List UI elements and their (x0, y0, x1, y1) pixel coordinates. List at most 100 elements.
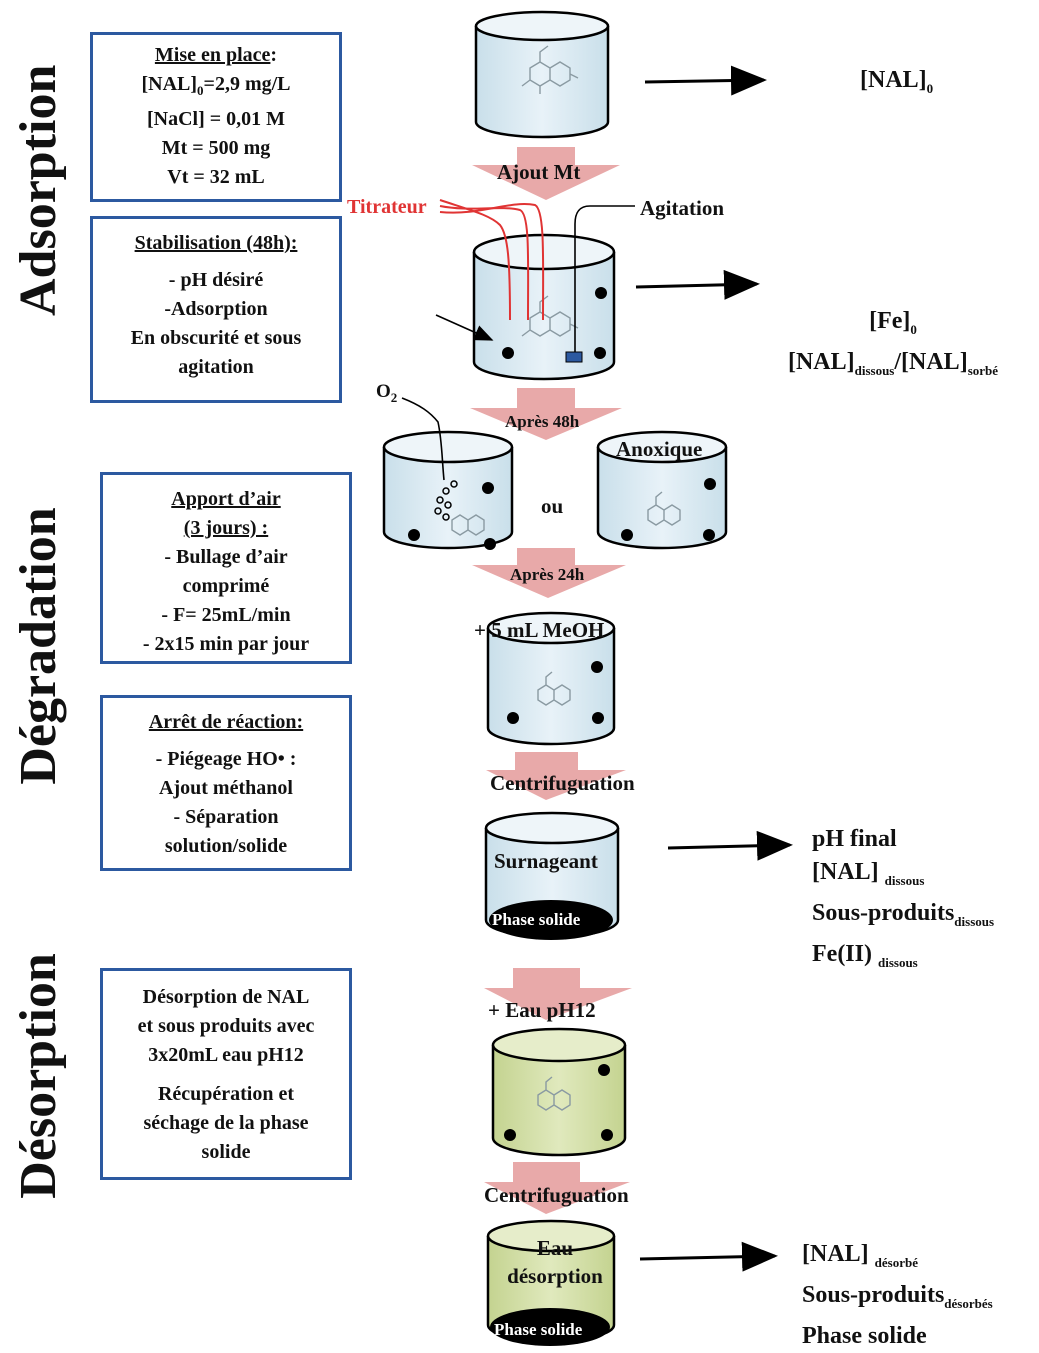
label-meoh: + 5 mL MeOH (474, 618, 605, 642)
beaker-initial (474, 10, 610, 139)
label-apres-48h: Après 48h (505, 412, 580, 431)
box-line: Ajout méthanol (159, 777, 293, 799)
nal0-value: =2,9 mg/L (203, 73, 291, 95)
nal0-label: [NAL] (141, 73, 198, 95)
box-title: Arrêt de réaction: (148, 711, 304, 733)
result-nal0: [NAL]0 (860, 64, 933, 105)
result-arrow-3 (667, 830, 793, 861)
fe-ii-dissous-sub: dissous (877, 954, 918, 970)
box-line: agitation (178, 356, 254, 378)
nacl-value: [NaCl] = 0,01 M (146, 108, 286, 130)
label-o2: O2 (376, 381, 397, 406)
label-apres-24h: Après 24h (510, 565, 585, 584)
result-desorption: [NAL] désorbé Sous-produitsdésorbés Phas… (802, 1238, 993, 1353)
box-stabilisation: Stabilisation (48h): - pH désiré -Adsorp… (90, 216, 342, 403)
box-line: -Adsorption (164, 298, 268, 320)
box-line: - Piégeage HO• : (155, 748, 297, 770)
titrator-tubes (439, 199, 545, 321)
box-line: - F= 25mL/min (161, 604, 291, 626)
flow-arrow-3 (472, 548, 626, 598)
section-adsorption: Adsorption (10, 64, 67, 316)
box-title: Mise en place (154, 44, 271, 66)
box-line: 3x20mL eau pH12 (148, 1044, 304, 1066)
beaker-aerobic (382, 430, 514, 550)
box-line: Récupération et (157, 1083, 295, 1105)
box-line: comprimé (182, 575, 270, 597)
label-phase-solide-1: Phase solide (492, 910, 581, 929)
beaker-desorption (486, 1219, 616, 1346)
label-centrifugation-2: Centrifuguation (484, 1183, 629, 1207)
sous-produits-dissous-sub: dissous (954, 913, 995, 929)
label-anoxique: Anoxique (616, 437, 703, 461)
nal0-sub: 0 (197, 83, 204, 98)
molecule-icon (451, 514, 485, 536)
result-arrow-2 (635, 269, 760, 300)
flow-arrow-1 (472, 147, 620, 200)
nal0-result-sub: 0 (926, 80, 934, 96)
box-line: - pH désiré (168, 269, 264, 291)
flow-arrow-5 (484, 968, 632, 1020)
fe0-sub: 0 (910, 321, 917, 337)
nal-dissous-sub: dissous (854, 362, 895, 378)
air-tube (401, 397, 445, 481)
eau-line: Eau (536, 1236, 574, 1260)
result-final: pH final [NAL] dissous Sous-produitsdiss… (812, 823, 994, 978)
beaker-ph12 (491, 1027, 627, 1157)
section-degradation: Dégradation (10, 507, 67, 785)
label-ajout-mt: Ajout Mt (497, 160, 581, 184)
beaker-anoxic (596, 430, 728, 550)
mt-value: Mt = 500 mg (161, 137, 271, 159)
fe0-text: [Fe] (869, 308, 911, 334)
nal0-text: [NAL] (860, 67, 927, 93)
nal-dissous-text: [NAL] (787, 348, 855, 375)
box-desorption: Désorption de NAL et sous produits avec … (100, 968, 352, 1180)
vt-value: Vt = 32 mL (167, 166, 265, 188)
flow-arrows (470, 147, 632, 1214)
box-mise-en-place: Mise en place: [NAL]0=2,9 mg/L [NaCl] = … (90, 32, 342, 202)
result-arrows (635, 65, 793, 1272)
molecule-icon (647, 491, 681, 526)
box-apport-air: Apport d’air (3 jours) : - Bullage d’air… (100, 472, 352, 664)
label-ou: ou (541, 494, 564, 518)
desorption-line: désorption (507, 1264, 603, 1288)
label-titrateur: Titrateur (347, 196, 427, 218)
box-title: Stabilisation (48h): (134, 232, 298, 254)
ph-final: pH final (812, 826, 897, 852)
sous-produits-desorbes-sub: désorbés (944, 1295, 993, 1311)
sous-produits-dissous: Sous-produits (812, 899, 955, 926)
phase-solide-result: Phase solide (802, 1322, 927, 1349)
nal-dissous-final: [NAL] (812, 859, 885, 885)
result-arrow-4 (639, 1241, 778, 1272)
result-fe0: [Fe]0 [NAL]dissous/[NAL]sorbé (758, 305, 1028, 387)
air-bubbles (434, 480, 458, 521)
flow-arrow-2 (470, 388, 622, 440)
sous-produits-desorbes: Sous-produits (802, 1281, 945, 1308)
box-arret: Arrêt de réaction: - Piégeage HO• : Ajou… (100, 695, 352, 871)
section-desorption: Désorption (10, 953, 67, 1199)
o2-text: O (376, 381, 391, 402)
pointer-arrow (435, 314, 494, 341)
box-line: En obscurité et sous (130, 327, 302, 349)
molecule-icon (537, 1076, 571, 1111)
result-arrow-1 (644, 65, 767, 96)
fe-ii-dissous: Fe(II) (812, 940, 878, 967)
nal-desorbe: [NAL] (802, 1241, 875, 1267)
nal-sorbe-text: /[NAL] (894, 348, 968, 375)
box-title-suffix: : (270, 44, 278, 66)
box-line: - Séparation (173, 806, 279, 828)
box-line: - Bullage d’air (164, 546, 288, 568)
flow-arrow-6 (484, 1162, 630, 1214)
box-line: - 2x15 min par jour (142, 633, 310, 655)
box-line: solide (201, 1141, 251, 1163)
label-surnageant: Surnageant (494, 849, 598, 873)
molecule-icon (521, 295, 579, 337)
label-phase-solide-2: Phase solide (494, 1320, 583, 1339)
flow-arrow-4 (486, 752, 626, 800)
beaker-methanol (486, 611, 616, 746)
nal-dissous-final-sub: dissous (884, 872, 925, 888)
molecule-icon (521, 45, 579, 94)
label-eau-ph12: + Eau pH12 (488, 998, 596, 1022)
label-eau-desorption: Eau désorption (500, 1234, 610, 1290)
nal-desorbe-sub: désorbé (874, 1254, 918, 1270)
